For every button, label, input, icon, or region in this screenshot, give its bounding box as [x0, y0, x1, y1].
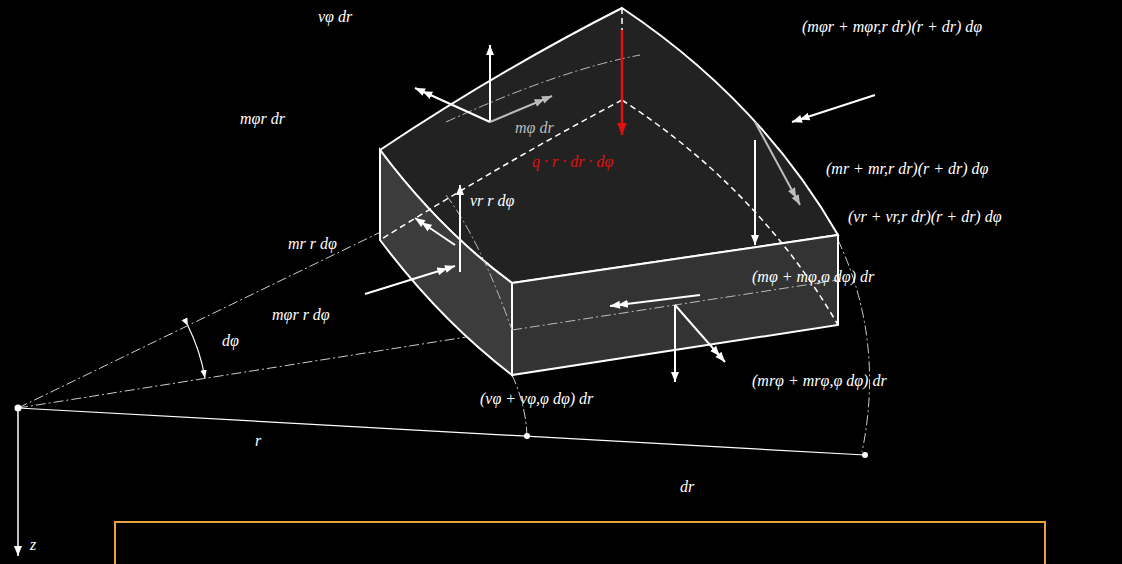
formula-label: mr r dφ [288, 235, 337, 253]
moment-arrow [490, 96, 552, 122]
inner-face [380, 150, 512, 375]
mid-surface-line [446, 55, 838, 330]
formula-label: mφ dr [515, 119, 554, 137]
formula-box [115, 522, 1045, 564]
formula-label: dφ [222, 332, 239, 350]
moment-arrow [610, 295, 700, 306]
dimension-dot [862, 452, 868, 458]
formula-label: (mφ + mφ,φ dφ) dr [752, 268, 874, 286]
moment-arrow [415, 88, 490, 122]
formula-label: mφr r dφ [272, 306, 330, 324]
formula-label: vφ dr [318, 8, 352, 26]
formula-label: z [30, 536, 36, 554]
formula-label: dr [680, 478, 694, 496]
formula-label: (mφr + mφr,r dr)(r + dr) dφ [802, 18, 982, 36]
moment-arrow [365, 266, 455, 294]
formula-label: (vr + vr,r dr)(r + dr) dφ [848, 208, 1002, 226]
moment-arrow [792, 95, 875, 122]
formula-label: vr r dφ [470, 192, 514, 210]
formula-label: mφr dr [240, 110, 285, 128]
angle-arc [188, 326, 205, 378]
moment-arrow [415, 218, 455, 245]
formula-label: (mr + mr,r dr)(r + dr) dφ [826, 160, 988, 178]
shear-arrow [754, 140, 756, 245]
shear-arrow [674, 305, 676, 382]
load-arrow [621, 30, 624, 135]
shear-arrow [459, 185, 461, 272]
shear-arrow [489, 45, 491, 122]
formula-label: q · r · dr · dφ [532, 153, 613, 171]
formula-label: (vφ + vφ,φ dφ) dr [480, 390, 593, 408]
top-face [380, 8, 838, 283]
moment-arrow [755, 122, 800, 205]
dimension-line [18, 408, 865, 455]
dimension-dot [524, 433, 530, 439]
formula-label: r [255, 432, 261, 450]
formula-label: (mrφ + mrφ,φ dφ) dr [752, 372, 887, 390]
moment-arrow [675, 305, 725, 362]
z-axis [17, 408, 19, 556]
